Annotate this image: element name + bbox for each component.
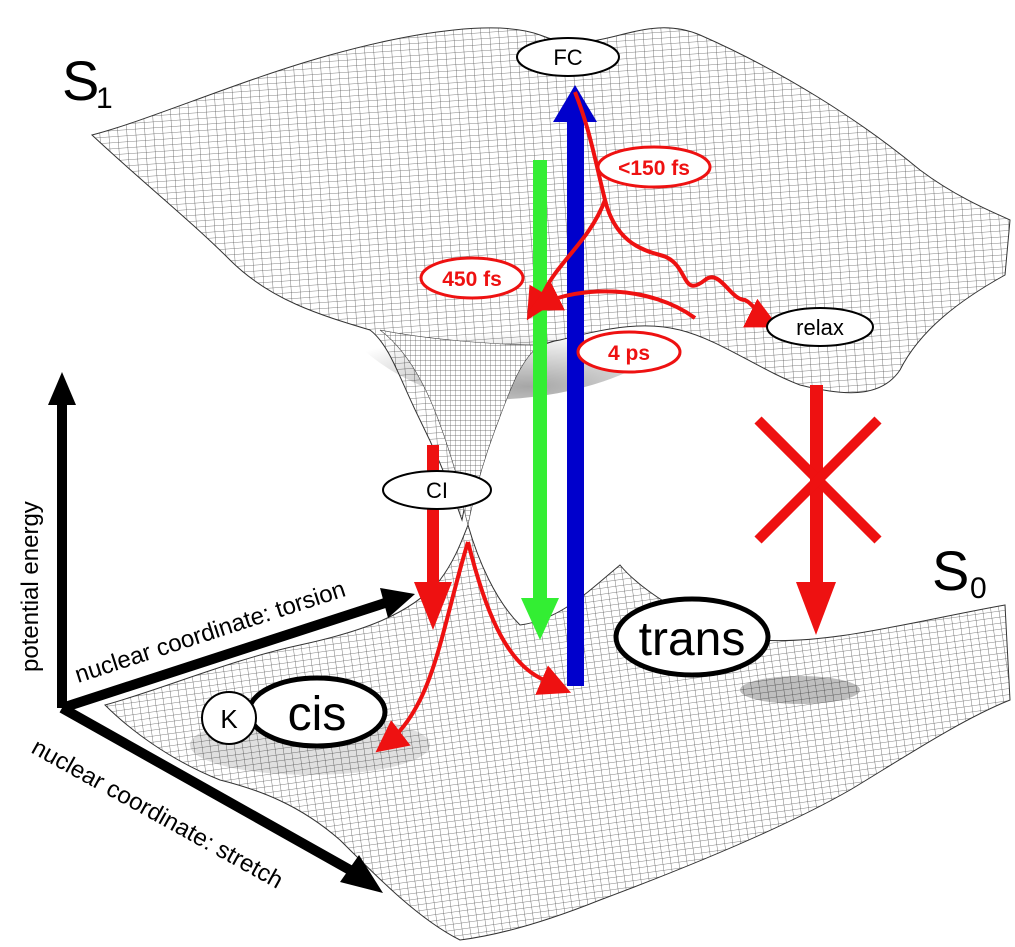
timescale-150fs: <150 fs: [596, 145, 712, 189]
svg-text:cis: cis: [288, 688, 347, 741]
svg-text:450 fs: 450 fs: [442, 268, 502, 291]
relaxation-pathways: [375, 91, 779, 753]
svg-text:relax: relax: [796, 315, 844, 340]
svg-text:CI: CI: [426, 478, 448, 503]
svg-text:K: K: [220, 704, 238, 734]
fc-label: FC: [516, 37, 620, 77]
svg-text:trans: trans: [639, 613, 746, 666]
relax-label: relax: [766, 307, 874, 347]
svg-text:0: 0: [970, 572, 987, 605]
svg-text:<150 fs: <150 fs: [618, 157, 690, 180]
svg-text:FC: FC: [553, 45, 582, 70]
axes: [48, 372, 415, 893]
timescale-450fs: 450 fs: [419, 256, 525, 300]
s0-state-label: S 0: [932, 539, 987, 605]
svg-text:S: S: [932, 539, 969, 602]
k-label: K: [201, 691, 257, 745]
forbidden-decay-arrow: [754, 385, 882, 635]
timescale-4ps: 4 ps: [576, 330, 682, 374]
s1-state-label: S 1: [62, 49, 113, 115]
s1-surface: [90, 27, 1011, 526]
potential-energy-axis-label: potential energy: [17, 501, 44, 672]
excitation-arrow: [553, 85, 597, 686]
trans-label: trans: [613, 596, 771, 678]
svg-text:S: S: [62, 49, 99, 112]
svg-text:4 ps: 4 ps: [608, 342, 650, 365]
ci-label: CI: [382, 470, 492, 510]
cis-label: cis: [246, 675, 388, 749]
svg-text:1: 1: [96, 82, 113, 115]
emission-arrow: [521, 160, 559, 640]
